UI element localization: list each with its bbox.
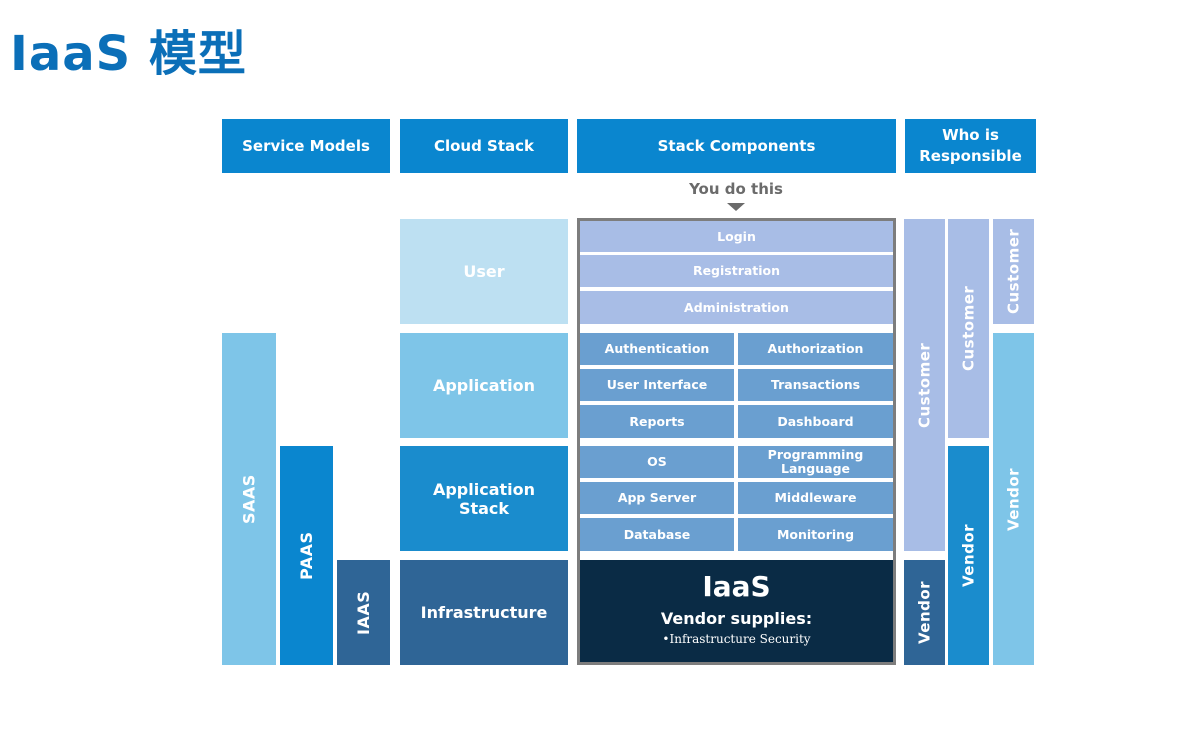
component-authentication: Authentication <box>580 333 734 365</box>
page-title: IaaS 模型 <box>10 26 247 82</box>
component-transactions: Transactions <box>738 369 893 401</box>
service-model-iaas: IAAS <box>337 560 390 665</box>
header-service-models: Service Models <box>222 119 390 173</box>
component-middleware: Middleware <box>738 482 893 514</box>
cloud-stack-user: User <box>400 219 568 324</box>
service-model-saas: SAAS <box>222 333 276 665</box>
component-dashboard: Dashboard <box>738 405 893 438</box>
component-database: Database <box>580 518 734 551</box>
component-monitoring: Monitoring <box>738 518 893 551</box>
cloud-stack-infrastructure: Infrastructure <box>400 560 568 665</box>
cloud-stack-application: Application <box>400 333 568 438</box>
responsibility-col1-vendor: Vendor <box>904 560 945 665</box>
responsibility-col2-vendor: Vendor <box>948 446 989 665</box>
responsibility-col3-customer: Customer <box>993 219 1034 324</box>
header-who-is-responsible: Who is Responsible <box>905 119 1036 173</box>
component-programming-language: Programming Language <box>738 446 893 478</box>
component-reports: Reports <box>580 405 734 438</box>
you-do-this-label: You do this <box>689 180 783 198</box>
component-login: Login <box>580 221 893 252</box>
responsibility-col3-vendor: Vendor <box>993 333 1034 665</box>
iaas-vendor-box: IaaS Vendor supplies: •Infrastructure Se… <box>580 560 893 662</box>
header-stack-components: Stack Components <box>577 119 896 173</box>
you-do-this-frame <box>577 218 896 665</box>
responsibility-col1-customer: Customer <box>904 219 945 551</box>
component-administration: Administration <box>580 291 893 324</box>
down-arrow-icon <box>727 203 745 211</box>
cloud-stack-application-stack: Application Stack <box>400 446 568 551</box>
component-os: OS <box>580 446 734 478</box>
responsibility-col2-customer: Customer <box>948 219 989 438</box>
service-model-paas: PAAS <box>280 446 333 665</box>
component-user-interface: User Interface <box>580 369 734 401</box>
iaas-box-subtitle: Vendor supplies: <box>660 609 813 628</box>
component-authorization: Authorization <box>738 333 893 365</box>
iaas-box-title: IaaS <box>702 570 771 603</box>
header-cloud-stack: Cloud Stack <box>400 119 568 173</box>
component-app-server: App Server <box>580 482 734 514</box>
component-registration: Registration <box>580 255 893 287</box>
iaas-box-bullet: •Infrastructure Security <box>662 632 811 646</box>
